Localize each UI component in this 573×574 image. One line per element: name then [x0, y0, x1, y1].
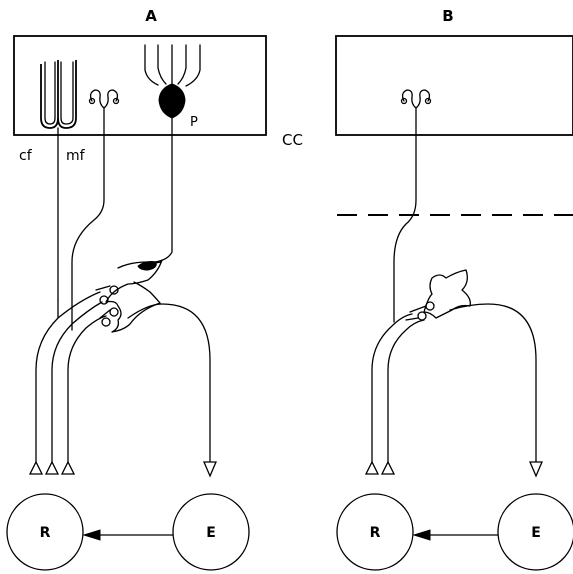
arrow-up-a-1: [28, 460, 44, 475]
node-e-b: [497, 493, 573, 571]
panel-b: B CC R E: [282, 7, 573, 571]
node-r-b: [336, 493, 414, 571]
ascending-fiber-b-2: [387, 319, 425, 471]
arrow-up-a-2: [44, 460, 60, 475]
nucleus-output-loop-b: [449, 303, 537, 463]
purkinje-axon: [154, 117, 173, 263]
cerebellar-cortex-label: CC: [282, 131, 303, 149]
mossy-fiber-axon-a: [71, 107, 105, 323]
arrow-up-a-3: [60, 460, 76, 475]
node-r-a: [6, 493, 84, 571]
climbing-fiber-terminal: [40, 60, 77, 129]
nucleus-output-loop-a: [127, 303, 211, 463]
nucleus-cell-a: [95, 259, 163, 333]
panel-b-label: B: [442, 7, 453, 25]
node-r-b-label: R: [370, 525, 381, 541]
ascending-fiber-a-2: [51, 301, 103, 471]
purkinje-label: P: [190, 115, 198, 130]
arrow-up-b-1: [364, 460, 380, 475]
panel-a-cortex-box: [13, 35, 267, 136]
panel-a: A P cf mf: [6, 7, 267, 571]
node-r-a-label: R: [40, 525, 51, 541]
mossy-fiber-axon-b: [393, 107, 417, 323]
node-e-b-label: E: [531, 525, 541, 541]
e-to-r-arrow-b: [412, 529, 431, 541]
panel-a-label: A: [145, 7, 157, 25]
ascending-fiber-a-3: [67, 315, 107, 471]
climbing-fiber-label: cf: [19, 148, 33, 164]
mossy-fiber-label: mf: [66, 148, 86, 164]
node-e-a-label: E: [206, 525, 216, 541]
purkinje-cell: [144, 44, 201, 119]
e-to-r-arrow-a: [82, 529, 101, 541]
mossy-fiber-terminal-b: [400, 89, 432, 109]
nucleus-cell-b: [405, 269, 471, 321]
panel-b-cortex-box: [335, 35, 573, 136]
node-e-a: [172, 493, 250, 571]
arrow-up-b-2: [380, 460, 396, 475]
mossy-fiber-terminal-a: [88, 89, 120, 109]
arrow-into-e-b: [529, 461, 543, 478]
ascending-fiber-b-1: [371, 313, 413, 471]
arrow-into-e-a: [203, 461, 217, 478]
